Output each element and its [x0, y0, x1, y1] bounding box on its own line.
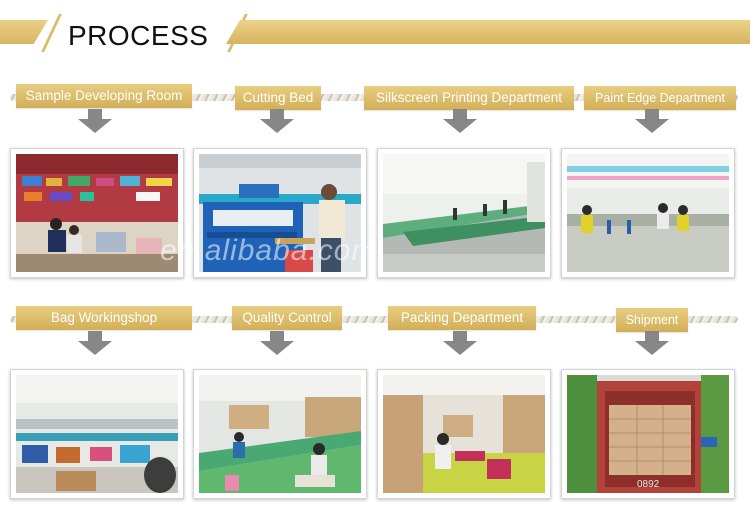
- step-label-packing-department: Packing Department: [388, 306, 536, 330]
- photo-sample-developing-room: [10, 148, 184, 278]
- page-title: PROCESS: [68, 20, 209, 51]
- header-banner-right: [226, 20, 750, 44]
- photo-bag-workingshop: [10, 369, 184, 499]
- down-arrow-icon: [443, 109, 477, 135]
- down-arrow-icon: [260, 331, 294, 357]
- photo-quality-control: [193, 369, 367, 499]
- step-label-shipment: Shipment: [616, 308, 688, 332]
- step-label-sample-developing-room: Sample Developing Room: [16, 84, 192, 108]
- down-arrow-icon: [260, 109, 294, 135]
- photo-silkscreen-printing: [377, 148, 551, 278]
- photo-cutting-bed: [193, 148, 367, 278]
- photo-packing-department: [377, 369, 551, 499]
- photo-paint-edge: [561, 148, 735, 278]
- down-arrow-icon: [635, 331, 669, 357]
- rope-divider: [10, 316, 738, 323]
- step-label-silkscreen-printing: Silkscreen Printing Department: [364, 86, 574, 110]
- down-arrow-icon: [78, 331, 112, 357]
- step-label-bag-workingshop: Bag Workingshop: [16, 306, 192, 330]
- photo-shipment: 0892: [561, 369, 735, 499]
- step-label-cutting-bed: Cutting Bed: [235, 86, 321, 110]
- header-banner-left: [0, 20, 48, 44]
- container-code: 0892: [637, 479, 660, 490]
- step-label-quality-control: Quality Control: [232, 306, 342, 330]
- down-arrow-icon: [78, 109, 112, 135]
- down-arrow-icon: [635, 109, 669, 135]
- step-label-paint-edge: Paint Edge Department: [584, 86, 736, 110]
- header-slash-left: [41, 14, 62, 52]
- down-arrow-icon: [443, 331, 477, 357]
